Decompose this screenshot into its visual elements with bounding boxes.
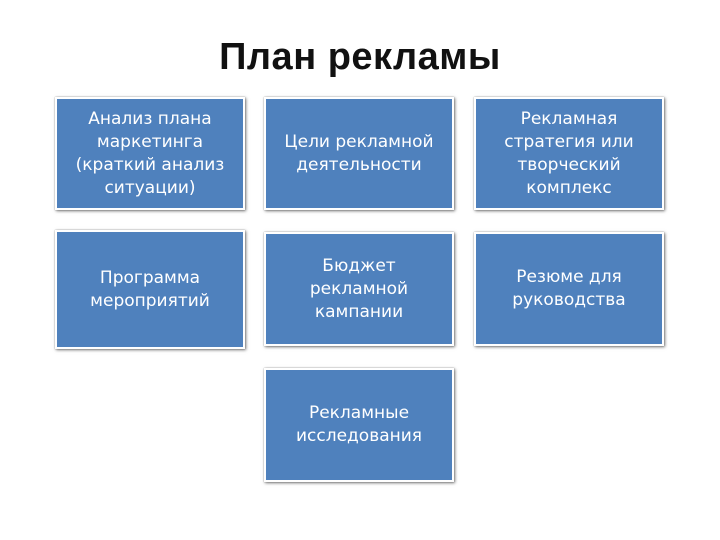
page-title: План рекламы: [219, 36, 501, 78]
box-advertising-research: Рекламные исследования: [264, 368, 454, 482]
box-management-summary: Резюме для руководства: [474, 232, 664, 346]
box-event-program: Программа мероприятий: [55, 230, 245, 349]
box-marketing-plan-analysis: Анализ плана маркетинга (краткий анализ …: [55, 97, 245, 210]
box-advertising-goals: Цели рекламной деятельности: [264, 97, 454, 210]
box-campaign-budget: Бюджет рекламной кампании: [264, 232, 454, 346]
box-advertising-strategy: Рекламная стратегия или творческий компл…: [474, 97, 664, 210]
